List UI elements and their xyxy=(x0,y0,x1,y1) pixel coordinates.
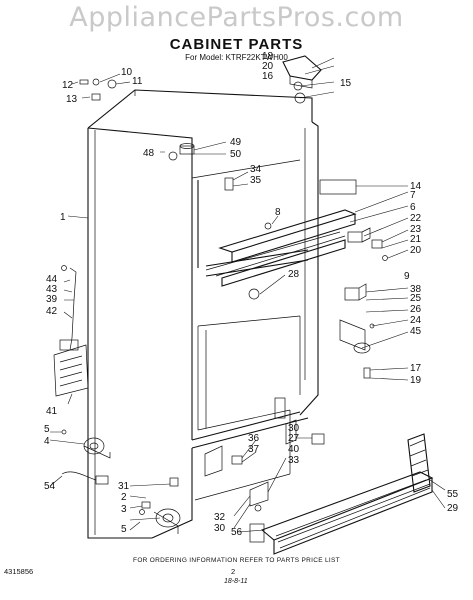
callout-33: 33 xyxy=(288,455,300,466)
watermark: AppliancePartsPros.com xyxy=(69,2,404,33)
callout-30a: 30 xyxy=(288,423,300,434)
callout-2: 2 xyxy=(121,492,127,503)
callout-26: 26 xyxy=(410,304,422,315)
toe-grille xyxy=(237,433,446,555)
callout-9: 9 xyxy=(404,271,410,282)
top-screws xyxy=(71,73,131,101)
callout-30b: 30 xyxy=(214,523,226,534)
cabinet-shell xyxy=(67,89,319,539)
divider-rails xyxy=(205,191,409,300)
callout-19: 19 xyxy=(410,375,422,386)
callout-39: 39 xyxy=(46,294,58,305)
callout-1: 1 xyxy=(60,212,66,223)
callout-29: 29 xyxy=(447,503,459,514)
callout-20b: 20 xyxy=(410,245,422,256)
center-plugs xyxy=(160,141,249,191)
callout-5b: 5 xyxy=(121,524,127,535)
callout-37: 37 xyxy=(248,444,260,455)
callout-32: 32 xyxy=(214,512,226,523)
callout-48: 48 xyxy=(143,148,155,159)
callout-27: 27 xyxy=(288,433,300,444)
page-number: 2 xyxy=(231,567,236,576)
callout-7: 7 xyxy=(410,190,416,201)
callout-21: 21 xyxy=(410,234,422,245)
handwritten-note: 18-8-11 xyxy=(224,578,248,585)
callout-12: 12 xyxy=(62,80,74,91)
callout-24: 24 xyxy=(410,315,422,326)
callout-15: 15 xyxy=(340,78,352,89)
callout-34: 34 xyxy=(250,164,262,175)
leveling-legs xyxy=(204,397,325,529)
callout-10: 10 xyxy=(121,67,133,78)
page-title: CABINET PARTS xyxy=(169,36,304,53)
callout-56: 56 xyxy=(231,527,243,538)
lower-hinge-assembly xyxy=(319,179,409,381)
callout-43: 43 xyxy=(46,284,58,295)
callout-18: 18 xyxy=(262,51,274,62)
callout-49: 49 xyxy=(230,137,242,148)
callout-42: 42 xyxy=(46,306,58,317)
callout-44: 44 xyxy=(46,274,58,285)
callout-25: 25 xyxy=(410,293,422,304)
callout-11: 11 xyxy=(132,76,143,87)
callout-38: 38 xyxy=(410,284,422,295)
callout-45: 45 xyxy=(410,326,422,337)
callout-50: 50 xyxy=(230,149,242,160)
front-roller-left xyxy=(49,429,111,487)
callout-31: 31 xyxy=(118,481,130,492)
callout-3: 3 xyxy=(121,504,127,515)
callout-35: 35 xyxy=(250,175,262,186)
rear-roller-left xyxy=(129,477,181,534)
callout-labels: 1 2 3 4 5 5 6 7 8 9 10 11 12 13 14 15 16… xyxy=(44,51,459,538)
model-number: For Model: KTRF22KTWH00 xyxy=(185,53,288,62)
callout-4: 4 xyxy=(44,436,50,447)
callout-6: 6 xyxy=(410,202,416,213)
callout-23: 23 xyxy=(410,224,422,235)
left-wiring-parts xyxy=(53,265,89,405)
callout-20a: 20 xyxy=(262,61,274,72)
document-number: 4315856 xyxy=(4,567,34,576)
callout-55: 55 xyxy=(447,489,459,500)
hinge-bracket-right xyxy=(347,217,409,261)
callout-8: 8 xyxy=(275,207,281,218)
callout-22: 22 xyxy=(410,213,422,224)
callout-36: 36 xyxy=(248,433,260,444)
callout-16: 16 xyxy=(262,71,274,82)
callout-28: 28 xyxy=(288,269,300,280)
ordering-note: FOR ORDERING INFORMATION REFER TO PARTS … xyxy=(133,557,340,564)
callout-40: 40 xyxy=(288,444,300,455)
callout-17: 17 xyxy=(410,363,422,374)
callout-14: 14 xyxy=(410,181,422,192)
callout-54: 54 xyxy=(44,481,56,492)
callout-13: 13 xyxy=(66,94,78,105)
top-hinge-assembly xyxy=(282,55,335,104)
callout-5a: 5 xyxy=(44,424,50,435)
callout-41: 41 xyxy=(46,406,58,417)
